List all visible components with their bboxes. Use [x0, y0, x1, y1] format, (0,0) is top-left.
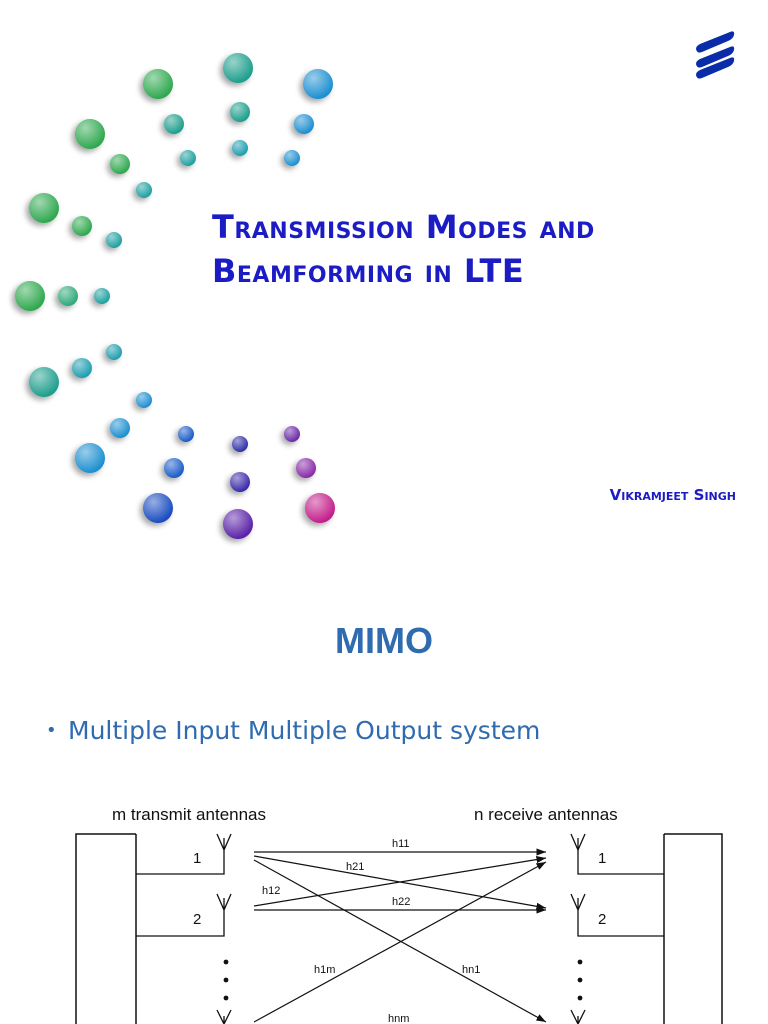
rx-antenna-1-label: 1 — [598, 850, 606, 867]
decorative-dot-highlight — [29, 367, 59, 397]
rx-antenna-1-icon — [570, 833, 586, 851]
decorative-dot-highlight — [143, 69, 173, 99]
title-line-2: Beamforming in LTE — [212, 252, 525, 290]
decorative-dot-highlight — [230, 472, 250, 492]
decorative-dot-highlight — [296, 458, 316, 478]
decorative-dot-highlight — [72, 358, 92, 378]
label-hnm: hnm — [388, 1013, 409, 1024]
decorative-dot-highlight — [178, 426, 194, 442]
decorative-dot-highlight — [164, 114, 184, 134]
decorative-dot-highlight — [164, 458, 184, 478]
rx-antenna-2-icon — [570, 893, 586, 911]
decorative-dot-highlight — [284, 426, 300, 442]
decorative-dot-highlight — [232, 436, 248, 452]
label-hn1: hn1 — [462, 964, 480, 976]
bullet-item: • Multiple Input Multiple Output system — [46, 716, 540, 745]
decorative-dot-highlight — [284, 150, 300, 166]
decorative-dot-highlight — [294, 114, 314, 134]
bullet-text: Multiple Input Multiple Output system — [68, 716, 541, 745]
tx-ellipsis — [223, 959, 229, 1001]
decorative-dot-highlight — [230, 102, 250, 122]
rx-antennas-label: n receive antennas — [474, 805, 618, 824]
decorative-dot-highlight — [58, 286, 78, 306]
ericsson-logo-icon — [696, 31, 735, 79]
label-h22: h22 — [392, 896, 410, 908]
decorative-dot-highlight — [110, 154, 130, 174]
channel-h1m — [253, 861, 547, 1023]
title-slide: Transmission Modes and Beamforming in LT… — [15, 31, 752, 539]
receiver-box — [663, 833, 723, 1024]
presentation-title: Transmission Modes and Beamforming in LT… — [212, 205, 752, 293]
label-h11: h11 — [392, 838, 410, 850]
decorative-dot-highlight — [305, 493, 335, 523]
decorative-dot-highlight — [75, 119, 105, 149]
decorative-dot-highlight — [106, 232, 122, 248]
mimo-diagram: m transmit antennas n receive antennas — [75, 805, 723, 1024]
author-name: Vikramjeet Singh — [609, 486, 736, 504]
tx-antenna-1-label: 1 — [193, 850, 201, 867]
decorative-dot-highlight — [110, 418, 130, 438]
decorative-dot-highlight — [303, 69, 333, 99]
tx-antennas-label: m transmit antennas — [112, 805, 266, 824]
rx-ellipsis — [577, 959, 583, 1001]
mimo-slide: MIMO • Multiple Input Multiple Output sys… — [0, 580, 768, 1024]
tx-antenna-2-icon — [216, 893, 232, 911]
decorative-dot-highlight — [75, 443, 105, 473]
label-h1m: h1m — [314, 964, 335, 976]
decorative-dot-highlight — [15, 281, 45, 311]
channel-hn1 — [253, 859, 547, 1023]
label-h12: h12 — [262, 885, 280, 897]
title-line-1: Transmission Modes and — [212, 208, 595, 246]
label-h21: h21 — [346, 861, 364, 873]
decorative-dot-highlight — [106, 344, 122, 360]
tx-antenna-m-icon — [216, 1009, 232, 1024]
decorative-dot-highlight — [136, 392, 152, 408]
bullet-icon: • — [46, 720, 57, 741]
channel-h12 — [253, 856, 547, 907]
tx-antenna-2-label: 2 — [193, 911, 201, 928]
decorative-dot-highlight — [136, 182, 152, 198]
decorative-dots — [15, 53, 335, 539]
rx-antenna-n-icon — [570, 1009, 586, 1024]
tx-antenna-1-icon — [216, 833, 232, 851]
decorative-dot-highlight — [232, 140, 248, 156]
rx-antenna-2-label: 2 — [598, 911, 606, 928]
decorative-dot-highlight — [29, 193, 59, 223]
slide-title: MIMO — [335, 620, 433, 661]
decorative-dot-highlight — [94, 288, 110, 304]
decorative-dot-highlight — [143, 493, 173, 523]
decorative-dot-highlight — [223, 509, 253, 539]
transmitter-box — [75, 833, 137, 1024]
decorative-dot-highlight — [223, 53, 253, 83]
decorative-dot-highlight — [180, 150, 196, 166]
decorative-dot-highlight — [72, 216, 92, 236]
